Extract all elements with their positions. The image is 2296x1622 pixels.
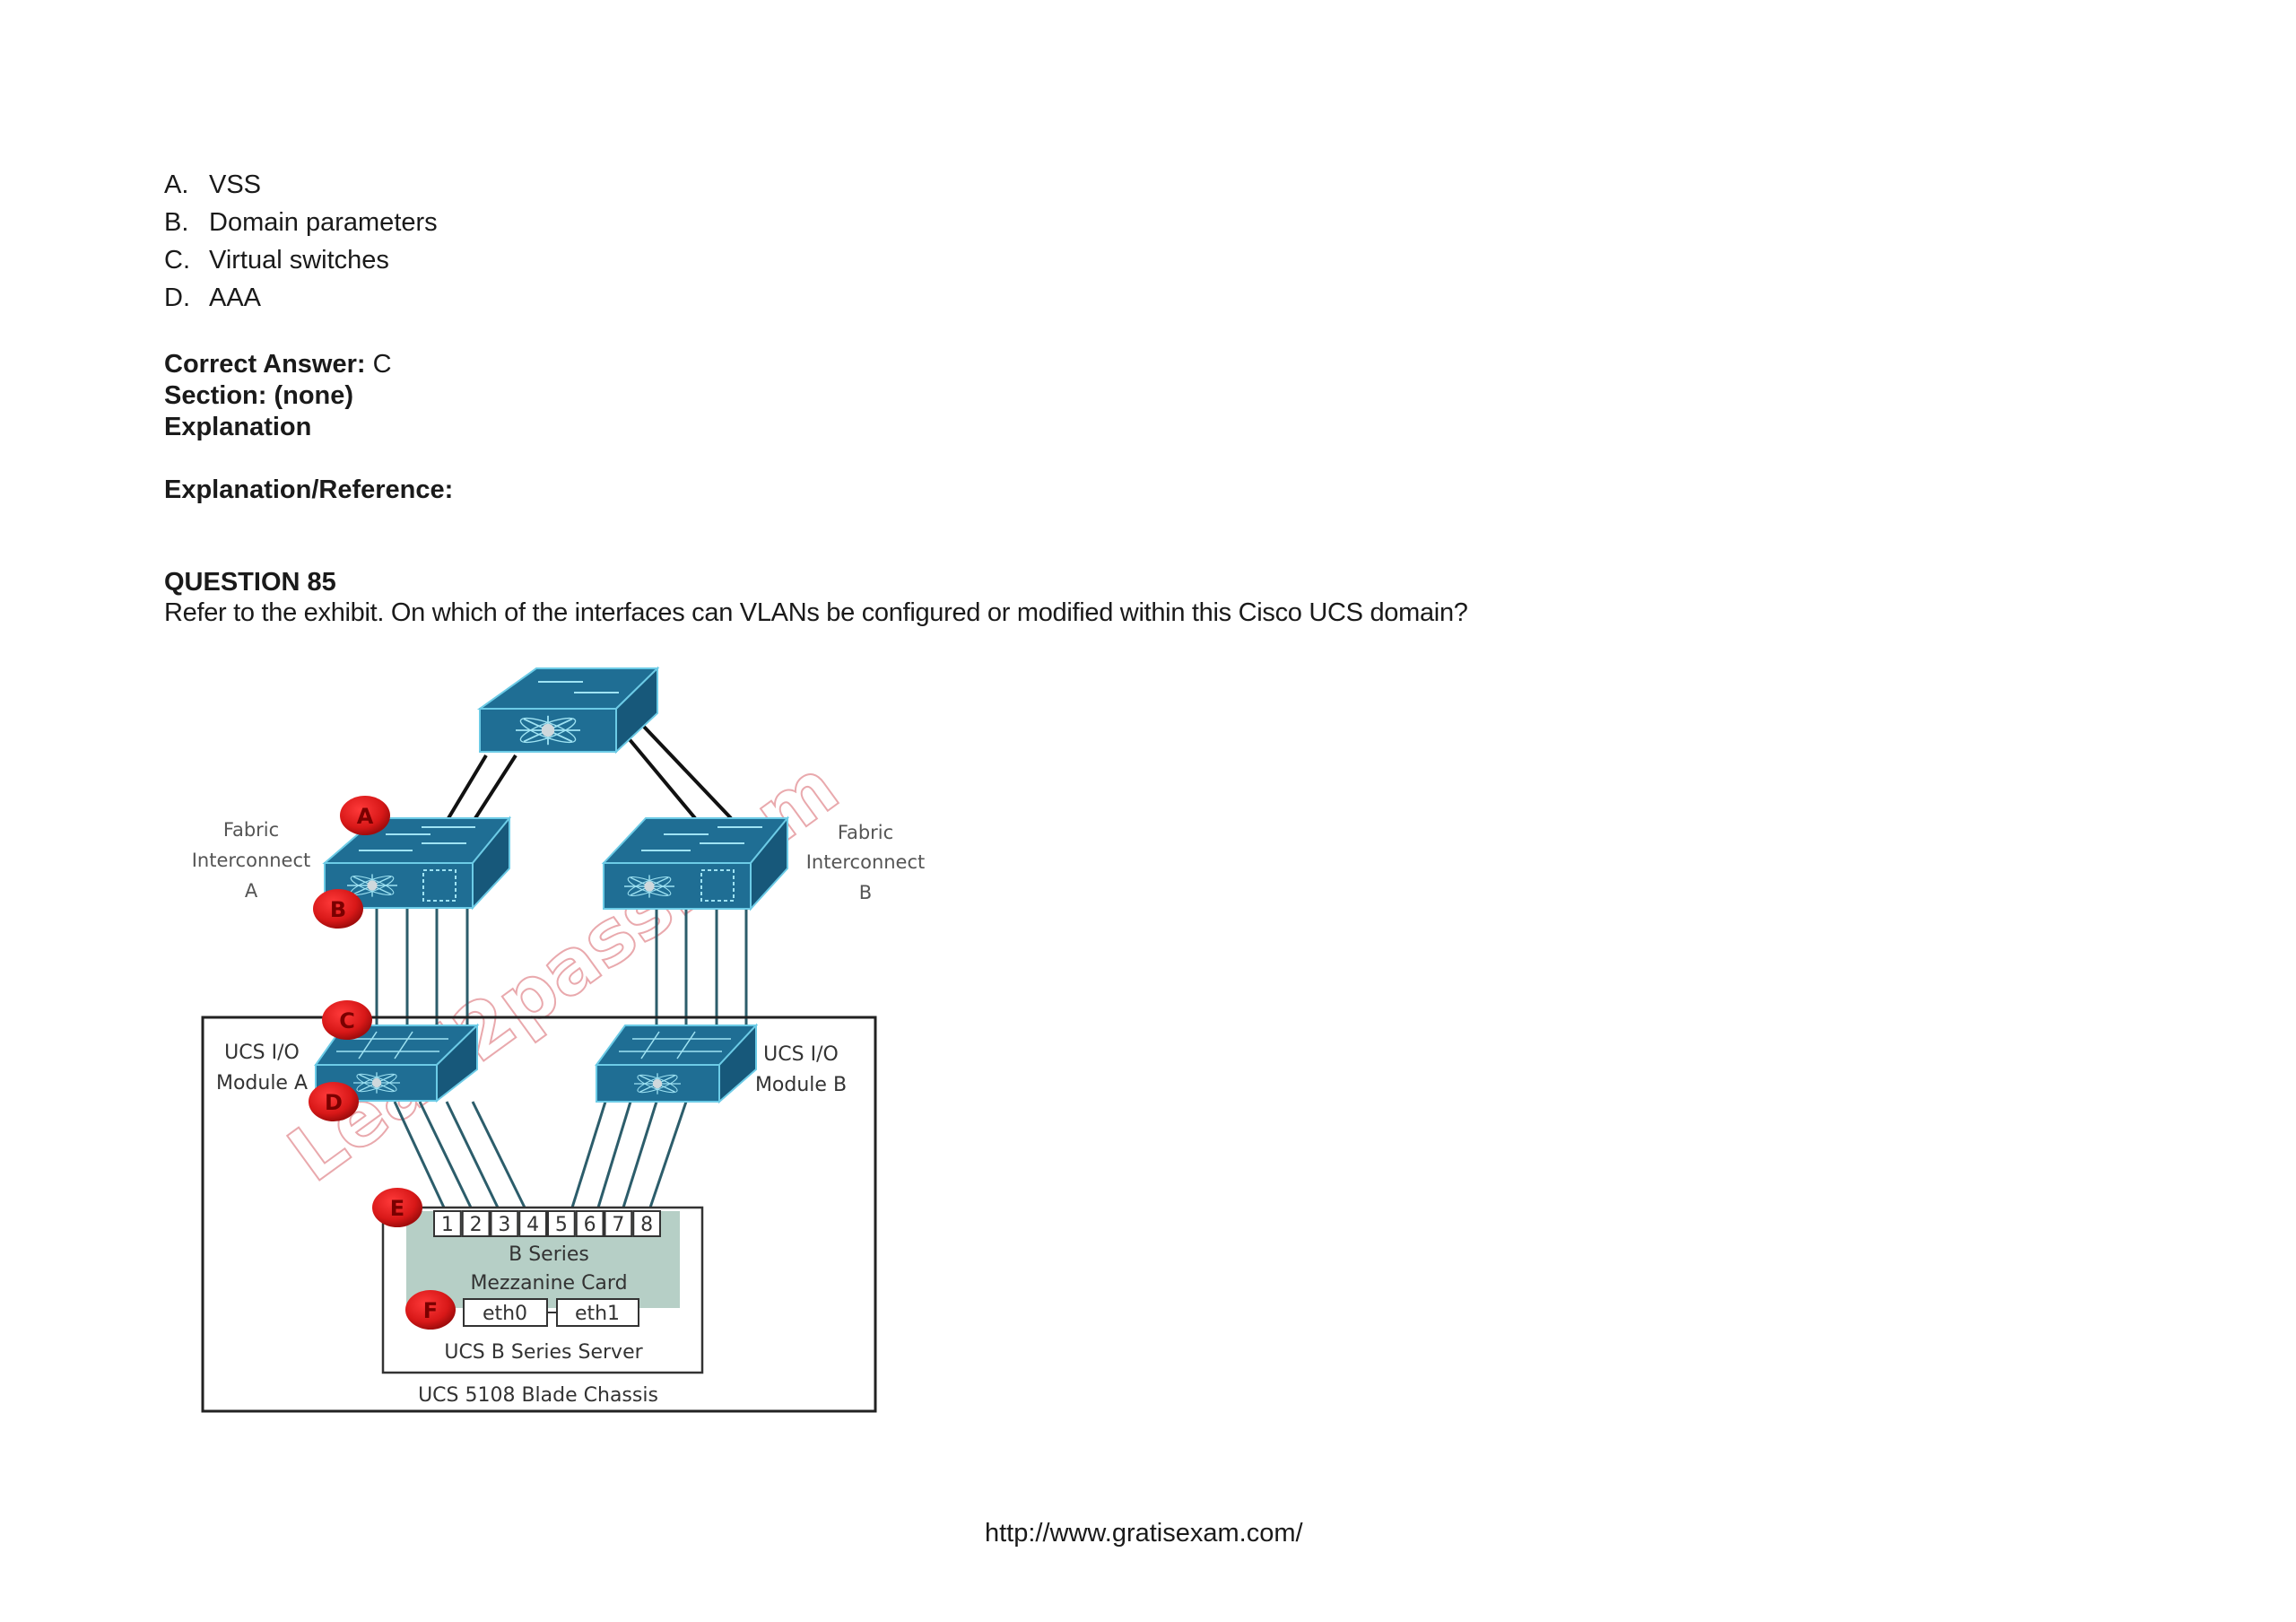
option-letter: A. — [164, 170, 189, 199]
option-b: B. Domain parameters — [164, 207, 438, 238]
blade-chassis — [201, 1016, 877, 1413]
mezzanine-label-line2: Mezzanine Card — [470, 1272, 627, 1295]
mezzanine-port — [490, 1210, 519, 1237]
option-c: C. Virtual switches — [164, 245, 389, 275]
iom-b-label-line1: UCS I/O — [763, 1043, 839, 1066]
option-letter: C. — [164, 246, 190, 275]
correct-answer-value: C — [372, 350, 392, 379]
iom-b-label-line2: Module B — [755, 1074, 847, 1096]
badge-a-label: A — [357, 804, 374, 829]
badge-b: B — [313, 889, 363, 929]
badge-f-label: F — [423, 1298, 438, 1323]
iom-mezz-links — [393, 1101, 688, 1208]
uplink-cables — [447, 725, 733, 820]
explanation-reference-label: Explanation/Reference: — [164, 475, 454, 504]
correct-answer-label: Correct Answer: — [164, 350, 366, 379]
iom-a-label-line2: Module A — [216, 1072, 308, 1094]
mezzanine-port-label: 6 — [584, 1214, 596, 1236]
eth0-label: eth0 — [483, 1303, 527, 1325]
badge-d-label: D — [325, 1090, 343, 1115]
core-switch — [476, 666, 660, 754]
option-letter: B. — [164, 208, 189, 237]
mezzanine-port-label: 7 — [612, 1214, 624, 1236]
option-text: AAA — [209, 283, 262, 312]
mezzanine-port-label: 5 — [555, 1214, 568, 1236]
mezzanine-port — [632, 1210, 661, 1237]
server-label: UCS B Series Server — [444, 1341, 643, 1364]
fi-a-label-line1: Fabric — [223, 819, 279, 841]
fi-a-label-line2: Interconnect — [192, 850, 311, 871]
mezzanine-port — [518, 1210, 547, 1237]
mezzanine-port — [604, 1210, 633, 1237]
correct-answer: Correct Answer: C — [164, 349, 392, 379]
mezzanine-port-label: 4 — [526, 1214, 539, 1236]
mezzanine-port-label: 2 — [470, 1214, 483, 1236]
badge-f: F — [405, 1290, 456, 1330]
fabric-interconnect-b — [601, 815, 790, 911]
badge-c: C — [322, 1000, 372, 1040]
explanation-label: Explanation — [164, 413, 312, 441]
section-label: Section: (none) — [164, 381, 354, 410]
fi-b-label-line1: Fabric — [838, 822, 893, 843]
option-text: Domain parameters — [209, 208, 438, 237]
question-text: Refer to the exhibit. On which of the in… — [164, 598, 1468, 627]
badge-c-label: C — [339, 1008, 355, 1033]
mezzanine-port — [547, 1210, 576, 1237]
badge-e-label: E — [390, 1196, 404, 1221]
question-title: QUESTION 85 — [164, 568, 336, 597]
iom-a-label-line1: UCS I/O — [224, 1042, 300, 1064]
mezzanine-port-label: 3 — [498, 1214, 510, 1236]
fi-b-label-line3: B — [859, 882, 872, 903]
option-d: D. AAA — [164, 283, 261, 313]
eth1-label: eth1 — [575, 1303, 620, 1325]
footer-url[interactable]: http://www.gratisexam.com/ — [985, 1519, 1303, 1548]
mezzanine-port-label: 8 — [640, 1214, 653, 1236]
fi-a-label-line3: A — [245, 880, 258, 902]
io-module-b — [595, 1023, 759, 1104]
badge-d: D — [309, 1082, 359, 1121]
option-letter: D. — [164, 283, 190, 312]
mezzanine-port-label: 1 — [441, 1214, 454, 1236]
badge-e: E — [372, 1188, 422, 1227]
badge-b-label: B — [330, 897, 346, 922]
chassis-label: UCS 5108 Blade Chassis — [418, 1384, 658, 1407]
fi-b-label-line2: Interconnect — [806, 851, 926, 873]
mezzanine-label-line1: B Series — [509, 1243, 589, 1266]
mezzanine-port — [575, 1210, 604, 1237]
mezzanine-port — [433, 1210, 462, 1237]
eth1-interface — [556, 1298, 639, 1327]
option-text: Virtual switches — [209, 246, 389, 275]
option-a: A. VSS — [164, 170, 261, 200]
badge-a: A — [340, 796, 390, 835]
eth0-interface — [463, 1298, 548, 1327]
mezzanine-port — [461, 1210, 491, 1237]
option-text: VSS — [209, 170, 262, 199]
